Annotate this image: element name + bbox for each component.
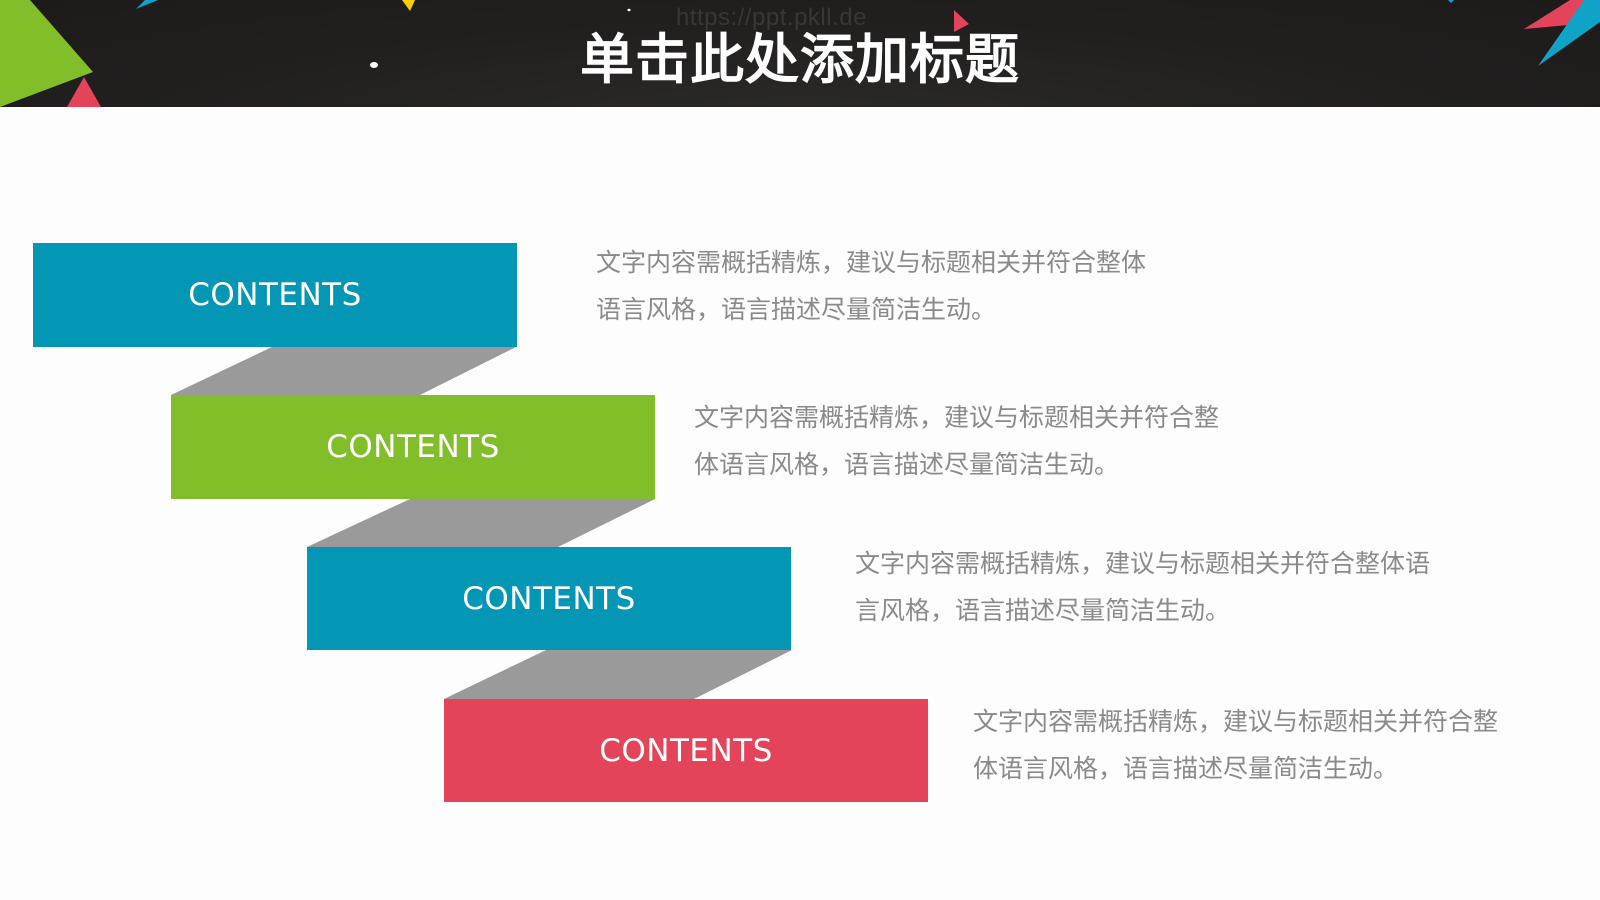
step-2-description[interactable]: 文字内容需概括精炼，建议与标题相关并符合整 体语言风格，语言描述尽量简洁生动。 [694, 394, 1219, 488]
step-4-label: CONTENTS [599, 732, 773, 769]
step-2-box[interactable]: CONTENTS [171, 395, 655, 499]
step-4-box[interactable]: CONTENTS [444, 699, 928, 802]
connector-3-4 [444, 650, 792, 699]
white-dot-icon [370, 62, 378, 68]
connector-2-3 [307, 499, 655, 547]
watermark: https://ppt.pkll.de [676, 4, 867, 31]
yellow-triangle-icon [402, 0, 415, 11]
description-line: 文字内容需概括精炼，建议与标题相关并符合整 [694, 403, 1220, 432]
description-line: 体语言风格，语言描述尽量简洁生动。 [694, 450, 1120, 479]
step-1-label: CONTENTS [188, 277, 362, 313]
description-line: 体语言风格，语言描述尽量简洁生动。 [973, 754, 1399, 783]
blue-speck-icon [1448, 0, 1454, 3]
description-line: 语言风格，语言描述尽量简洁生动。 [596, 295, 997, 324]
blue-shard-icon [1538, 0, 1600, 66]
step-3-label: CONTENTS [462, 580, 636, 617]
blue-triangle-icon [136, 0, 158, 9]
pink-triangle-icon [67, 77, 101, 107]
step-2-label: CONTENTS [326, 429, 500, 465]
title-banner: https://ppt.pkll.de 单击此处添加标题 [0, 0, 1600, 107]
description-line: 文字内容需概括精炼，建议与标题相关并符合整体 [596, 248, 1147, 277]
step-4-description[interactable]: 文字内容需概括精炼，建议与标题相关并符合整 体语言风格，语言描述尽量简洁生动。 [973, 698, 1498, 792]
red-triangle-icon [954, 10, 969, 32]
step-3-box[interactable]: CONTENTS [307, 547, 791, 650]
step-3-description[interactable]: 文字内容需概括精炼，建议与标题相关并符合整体语 言风格，语言描述尽量简洁生动。 [855, 540, 1430, 634]
description-line: 言风格，语言描述尽量简洁生动。 [855, 596, 1231, 625]
page-title[interactable]: 单击此处添加标题 [580, 28, 1020, 91]
white-dot-icon [627, 8, 631, 12]
description-line: 文字内容需概括精炼，建议与标题相关并符合整体语 [855, 549, 1431, 578]
connector-1-2 [171, 347, 516, 395]
green-triangle-icon [0, 0, 93, 107]
confetti-decoration-icon [0, 0, 1600, 107]
step-1-description[interactable]: 文字内容需概括精炼，建议与标题相关并符合整体 语言风格，语言描述尽量简洁生动。 [596, 239, 1146, 333]
description-line: 文字内容需概括精炼，建议与标题相关并符合整 [973, 707, 1499, 736]
step-1-box[interactable]: CONTENTS [33, 243, 517, 347]
